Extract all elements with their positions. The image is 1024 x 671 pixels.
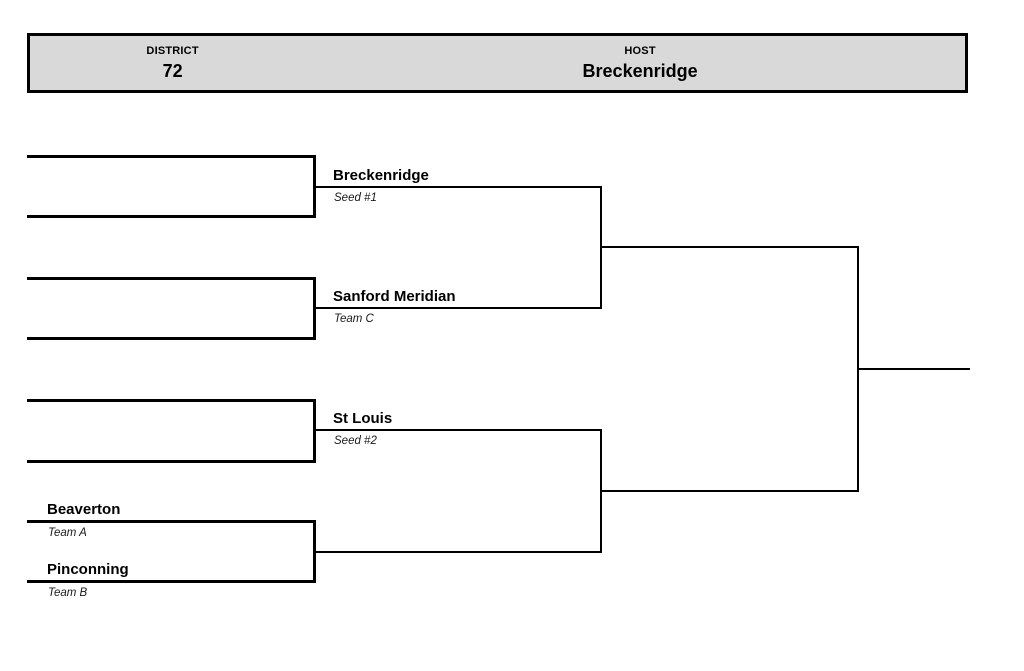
host-label: HOST bbox=[624, 44, 656, 57]
team-name-st-louis: St Louis bbox=[333, 410, 393, 427]
team-subtitle-team-b: Team B bbox=[48, 587, 88, 599]
semifinal-slot1-line bbox=[314, 186, 601, 188]
district-cell: DISTRICT 72 bbox=[30, 36, 315, 90]
team-name-breckenridge: Breckenridge bbox=[333, 167, 429, 184]
semifinal-slot4-line bbox=[314, 551, 601, 553]
round1-match2-bottom-line bbox=[27, 337, 316, 340]
semifinal1-connector bbox=[600, 186, 602, 309]
team-subtitle-team-c: Team C bbox=[334, 313, 374, 325]
semifinal-slot2-line bbox=[314, 307, 601, 309]
host-cell: HOST Breckenridge bbox=[315, 36, 965, 90]
semifinal2-connector bbox=[600, 429, 602, 553]
round1-match3-bottom-line bbox=[27, 460, 316, 463]
round1-match3-connector bbox=[313, 399, 316, 463]
team-name-beaverton: Beaverton bbox=[47, 501, 121, 518]
champion-line bbox=[859, 368, 970, 370]
district-label: DISTRICT bbox=[146, 44, 199, 57]
district-number: 72 bbox=[162, 60, 183, 81]
round1-match4-top-line bbox=[27, 520, 316, 523]
round1-match1-bottom-line bbox=[27, 215, 316, 218]
host-name: Breckenridge bbox=[582, 60, 698, 81]
team-subtitle-seed-2: Seed #2 bbox=[334, 435, 377, 447]
final-connector bbox=[857, 246, 859, 492]
semifinal-slot3-line bbox=[314, 429, 601, 431]
final-slot1-line bbox=[602, 246, 858, 248]
final-slot2-line bbox=[602, 490, 858, 492]
round1-match4-bottom-line bbox=[27, 580, 316, 583]
team-subtitle-team-a: Team A bbox=[48, 527, 87, 539]
round1-match2-top-line bbox=[27, 277, 316, 280]
district-host-header: DISTRICT 72 HOST Breckenridge bbox=[27, 33, 968, 93]
team-name-pinconning: Pinconning bbox=[47, 561, 129, 578]
team-subtitle-seed-1: Seed #1 bbox=[334, 192, 377, 204]
round1-match3-top-line bbox=[27, 399, 316, 402]
team-name-sanford-meridian: Sanford Meridian bbox=[333, 288, 456, 305]
round1-match1-top-line bbox=[27, 155, 316, 158]
